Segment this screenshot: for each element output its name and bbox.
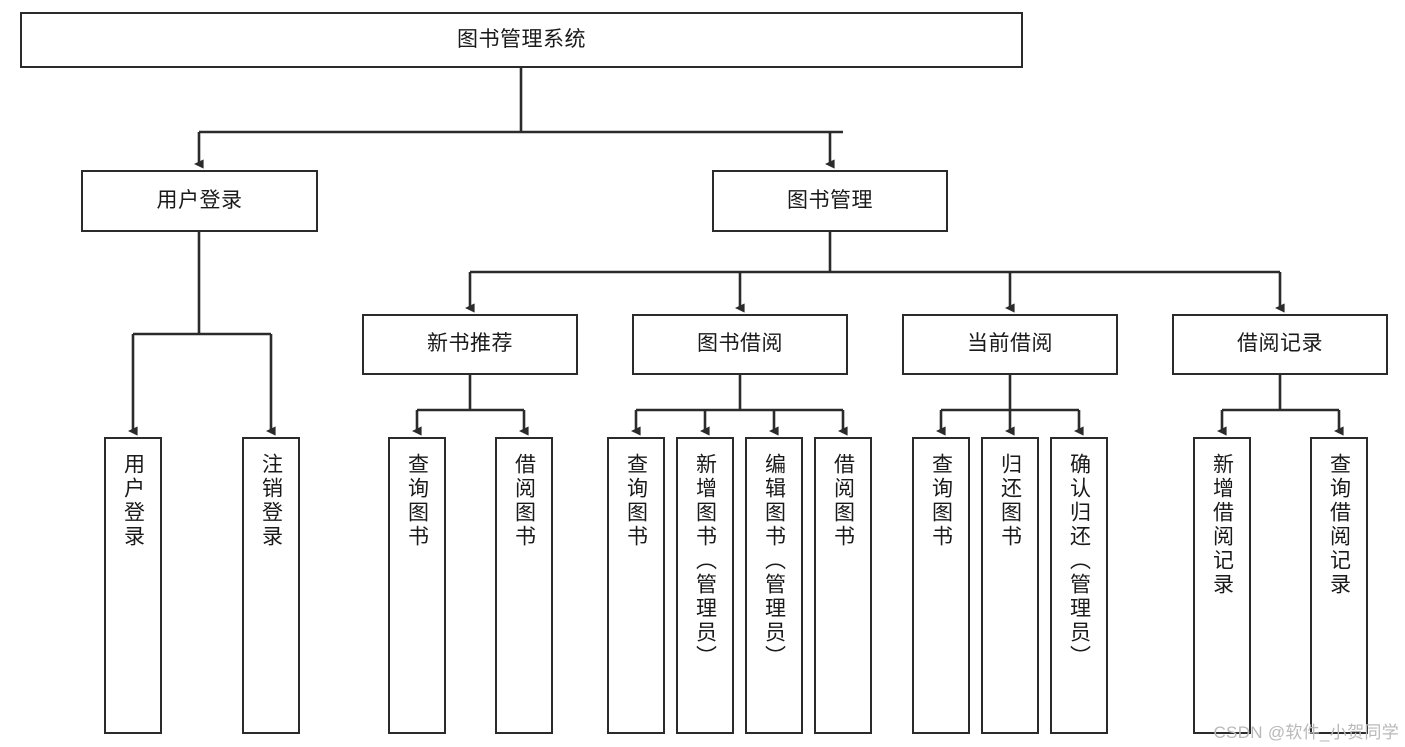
leaf-edit-book-admin-label: 编辑图书（管理员） [762,453,786,669]
node-new-book-recommend-label: 新书推荐 [427,332,513,356]
node-current-borrow-label: 当前借阅 [967,332,1053,356]
leaf-add-borrow-record-label: 新增借阅记录 [1210,453,1234,597]
leaf-query-book-current-label: 查询图书 [929,453,953,549]
leaf-edit-book-admin[interactable]: 编辑图书（管理员） [745,437,803,734]
leaf-user-login[interactable]: 用户登录 [104,437,162,734]
node-new-book-recommend[interactable]: 新书推荐 [362,314,578,375]
node-user-login-label: 用户登录 [156,188,243,212]
leaf-borrow-book-newbook-label: 借阅图书 [512,453,536,549]
leaf-return-book[interactable]: 归还图书 [981,437,1039,734]
leaf-add-borrow-record[interactable]: 新增借阅记录 [1193,437,1251,734]
leaf-add-book-admin-label: 新增图书（管理员） [693,453,717,669]
node-user-login[interactable]: 用户登录 [81,170,318,232]
node-book-borrow[interactable]: 图书借阅 [632,314,848,375]
leaf-borrow-book-newbook[interactable]: 借阅图书 [495,437,553,734]
leaf-add-book-admin[interactable]: 新增图书（管理员） [676,437,734,734]
leaf-return-book-label: 归还图书 [998,453,1022,549]
node-book-borrow-label: 图书借阅 [697,332,783,356]
leaf-query-book-borrow-label: 查询图书 [624,453,648,549]
node-root[interactable]: 图书管理系统 [20,12,1023,68]
leaf-logout[interactable]: 注销登录 [242,437,300,734]
leaf-query-borrow-record[interactable]: 查询借阅记录 [1310,437,1368,734]
leaf-user-login-label: 用户登录 [121,453,145,549]
node-book-management-label: 图书管理 [787,188,873,212]
node-book-management[interactable]: 图书管理 [712,170,948,232]
csdn-watermark: CSDN @软件_小贺同学 [1213,723,1399,742]
node-borrow-record-label: 借阅记录 [1237,332,1323,356]
leaf-query-book-borrow[interactable]: 查询图书 [607,437,665,734]
node-current-borrow[interactable]: 当前借阅 [902,314,1118,375]
leaf-borrow-book[interactable]: 借阅图书 [814,437,872,734]
leaf-borrow-book-label: 借阅图书 [831,453,855,549]
leaf-query-book-newbook-label: 查询图书 [405,453,429,549]
leaf-confirm-return-admin[interactable]: 确认归还（管理员） [1050,437,1108,734]
leaf-logout-label: 注销登录 [259,453,283,549]
node-borrow-record[interactable]: 借阅记录 [1172,314,1388,375]
node-root-label: 图书管理系统 [457,27,586,51]
leaf-confirm-return-admin-label: 确认归还（管理员） [1067,453,1091,669]
leaf-query-borrow-record-label: 查询借阅记录 [1327,453,1351,597]
leaf-query-book-current[interactable]: 查询图书 [912,437,970,734]
leaf-query-book-newbook[interactable]: 查询图书 [388,437,446,734]
